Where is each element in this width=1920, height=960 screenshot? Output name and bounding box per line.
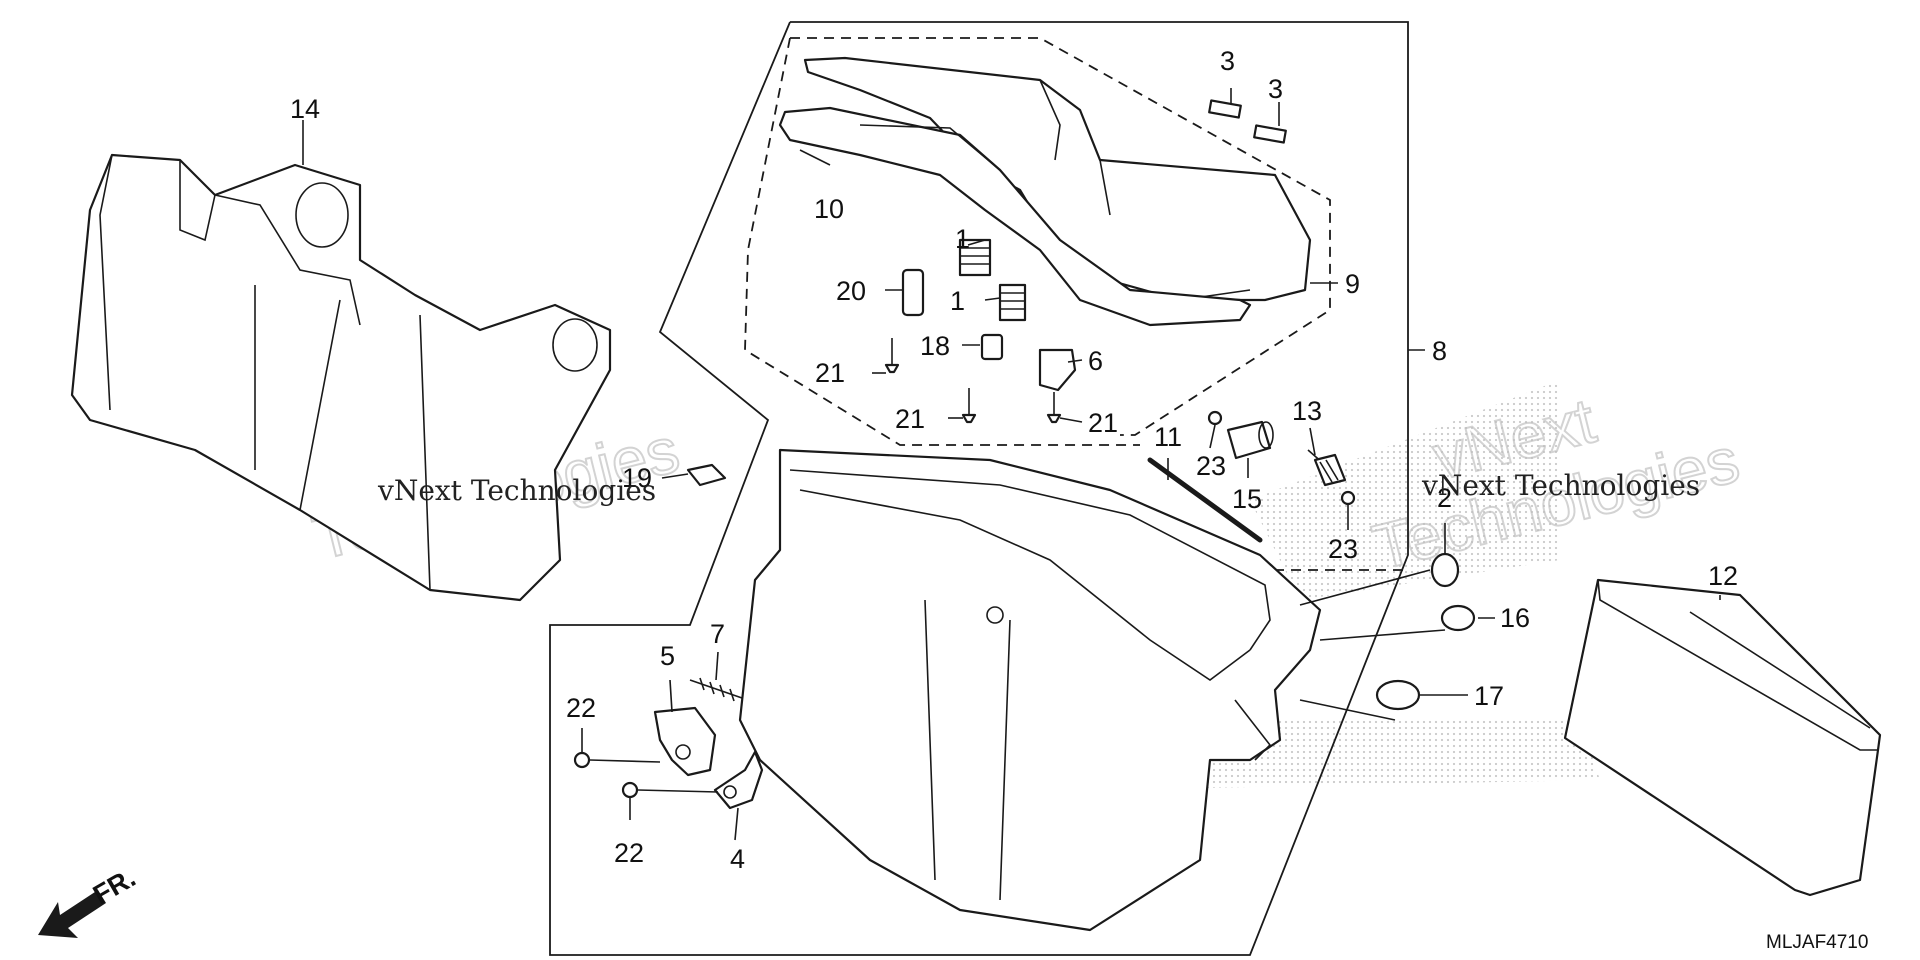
label-18: 18	[920, 331, 950, 361]
part-2-grommet	[1430, 552, 1460, 588]
group-9-outline	[744, 37, 1331, 446]
label-11: 11	[1154, 422, 1182, 452]
part-8-storage-box	[738, 448, 1322, 932]
part-18-bushing	[980, 333, 1004, 361]
label-21b: 21	[895, 404, 925, 434]
label-9: 9	[1345, 269, 1360, 299]
part-21-screws	[884, 338, 1062, 424]
group-8-outline	[549, 21, 1409, 956]
part-12-panel	[1563, 578, 1882, 897]
label-22b: 22	[614, 838, 644, 868]
part-14-panel	[70, 153, 612, 602]
part-16-grommet	[1440, 604, 1476, 632]
watermark-text-left: vNext Technologies	[377, 474, 656, 507]
label-17: 17	[1474, 681, 1504, 711]
part-23-clip-a	[1207, 410, 1223, 426]
label-20: 20	[836, 276, 866, 306]
label-1a: 1	[955, 224, 970, 254]
label-23b: 23	[1328, 534, 1358, 564]
label-3b: 3	[1268, 74, 1283, 104]
label-22a: 22	[566, 693, 596, 723]
part-4-lever-hole	[723, 785, 737, 799]
part-5-latch-hole	[675, 744, 691, 760]
label-10: 10	[814, 194, 844, 224]
label-1b: 1	[950, 286, 965, 316]
label-3a: 3	[1220, 46, 1235, 76]
part-20-collar	[901, 268, 925, 317]
halftone-patch	[1090, 380, 1600, 790]
part-9-lid	[803, 56, 1312, 302]
part-7-spring	[689, 677, 743, 702]
arrow-icon	[38, 890, 106, 938]
label-19: 19	[622, 463, 652, 493]
label-7: 7	[710, 619, 725, 649]
label-8: 8	[1432, 336, 1447, 366]
label-12: 12	[1708, 561, 1738, 591]
part-6-bracket	[1038, 348, 1077, 392]
document-code: MLJAF4710	[1766, 932, 1868, 953]
part-15-damper	[1226, 420, 1274, 460]
part-1-spring-a	[958, 238, 992, 277]
label-5: 5	[660, 641, 675, 671]
label-6: 6	[1088, 346, 1103, 376]
part-1-spring-b	[998, 283, 1027, 322]
label-23a: 23	[1196, 451, 1226, 481]
label-15: 15	[1232, 484, 1262, 514]
part-22-screws	[573, 751, 719, 799]
label-16: 16	[1500, 603, 1530, 633]
part-4-lever	[713, 750, 764, 810]
label-21a: 21	[815, 358, 845, 388]
leader-lines	[302, 88, 1721, 841]
label-4: 4	[730, 844, 745, 874]
part-5-latch	[653, 706, 717, 777]
part-17-seal	[1375, 679, 1421, 711]
part-19-plate	[686, 463, 727, 487]
part-10-inner-lid	[778, 106, 1252, 327]
part-23-clip-b	[1340, 490, 1356, 506]
part-3-pad-a	[1208, 99, 1242, 119]
front-direction-arrow: FR.	[38, 862, 141, 938]
label-2: 2	[1437, 483, 1452, 513]
label-14: 14	[290, 94, 320, 124]
part-13-spring	[1307, 449, 1347, 487]
label-21c: 21	[1088, 408, 1118, 438]
watermark-text-right: vNext Technologies	[1421, 469, 1700, 502]
part-3-pad-b	[1253, 124, 1287, 144]
label-13: 13	[1292, 396, 1322, 426]
